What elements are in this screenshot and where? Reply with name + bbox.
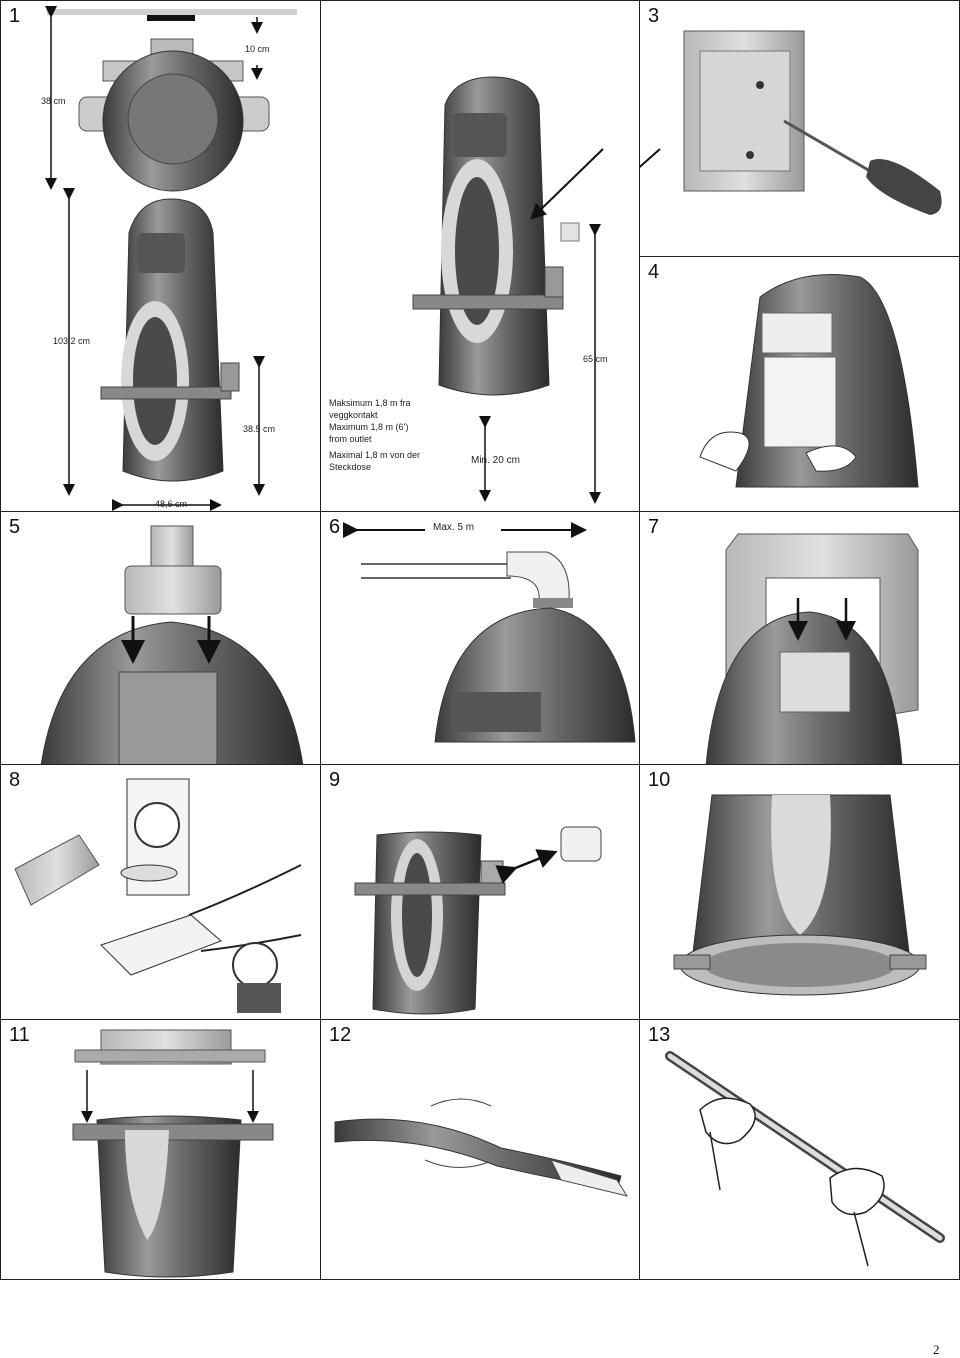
panel-number: 11	[9, 1024, 30, 1046]
dim-bracket-height: 65 cm	[583, 354, 608, 364]
panel-2: 65 cm Min. 20 cm Maksimum 1,8 m fra vegg…	[320, 0, 640, 512]
panel-number: 5	[9, 516, 21, 538]
hose-inlet-drawing	[14, 778, 302, 1013]
panel-number: 6	[329, 516, 341, 538]
panel-5: 5	[0, 511, 321, 765]
panel-7: 7	[639, 511, 960, 765]
panel-number: 7	[648, 516, 660, 538]
panel-1: 1 10 cm 38 cm 103,2 cm	[0, 0, 321, 512]
wall-bracket-screw-drawing	[640, 30, 942, 215]
panel-number: 12	[329, 1024, 352, 1046]
panel-number: 1	[9, 5, 21, 27]
dim-total-height: 103,2 cm	[53, 336, 91, 346]
note-norwegian: Maksimum 1,8 m fra veggkontakt	[329, 398, 411, 420]
panel-6: 6 Max. 5 m	[320, 511, 640, 765]
attach-inlet-drawing	[40, 525, 304, 764]
panel-13: 13	[639, 1019, 960, 1280]
note-english: Maximum 1,8 m (6’) from outlet	[329, 422, 409, 444]
dim-top-width: 10 cm	[245, 44, 270, 54]
dim-min-clearance: Min. 20 cm	[471, 455, 520, 466]
unit-dimensions-drawing	[45, 6, 297, 511]
connect-pipe-drawing	[343, 522, 636, 743]
mount-unit-on-bracket-drawing	[699, 274, 919, 488]
panel-10: 10	[639, 764, 960, 1020]
panel-4: 4	[639, 256, 960, 512]
panel-number: 10	[648, 769, 671, 791]
panel-3: 3	[639, 0, 960, 257]
dim-bracket-height: 38.5 cm	[243, 424, 276, 434]
panel-number: 13	[648, 1024, 671, 1046]
note-german: Maximal 1,8 m von der Steckdose	[329, 450, 421, 472]
mounting-height-drawing	[412, 76, 604, 504]
panel-number: 9	[329, 769, 341, 791]
panel-number: 3	[648, 5, 660, 27]
panel-number: 4	[648, 261, 660, 283]
panel-11: 11	[0, 1019, 321, 1280]
dim-max: Max. 5 m	[433, 522, 475, 533]
panel-number: 8	[9, 769, 21, 791]
remove-canister-drawing	[72, 1029, 274, 1278]
canister-inside-drawing	[673, 794, 927, 996]
panel-8: 8	[0, 764, 321, 1020]
page-number: 2	[933, 1342, 940, 1357]
hose-blockage-drawing	[334, 1098, 629, 1197]
attach-cover-drawing	[705, 533, 919, 764]
instruction-grid: 1 10 cm 38 cm 103,2 cm	[0, 0, 960, 1280]
panel-12: 12	[320, 1019, 640, 1280]
panel-9: 9	[320, 764, 640, 1020]
dim-height-top: 38 cm	[41, 96, 66, 106]
dim-width: 48,6 cm	[155, 499, 188, 509]
clear-wand-drawing	[665, 1051, 945, 1267]
exhaust-muffler-drawing	[354, 826, 602, 1015]
